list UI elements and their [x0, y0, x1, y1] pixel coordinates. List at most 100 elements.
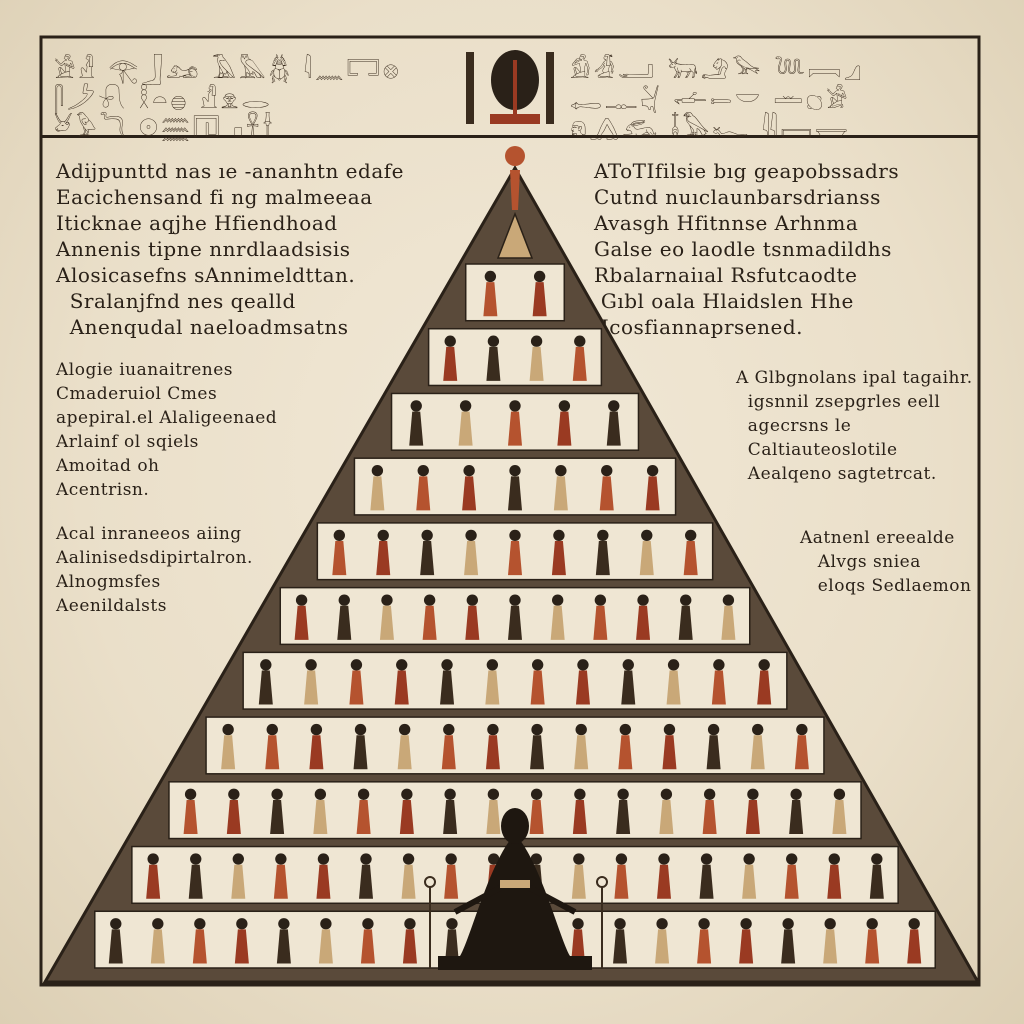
header-glyphs-right-row-3: 𓁶𓂻𓃹 𓄤𓅃𓆑 𓇌𓈙𓉿 — [570, 114, 851, 142]
pyramid-tier-panel — [205, 716, 825, 775]
egyptian-figure-icon — [702, 788, 717, 835]
egyptian-figure-icon — [234, 918, 249, 964]
egyptian-figure-icon — [420, 529, 435, 576]
egyptian-figure-icon — [458, 400, 473, 446]
pyramid-tier-panel — [242, 651, 788, 710]
egyptian-figure-icon — [532, 270, 547, 317]
egyptian-figure-icon — [621, 659, 636, 705]
egyptian-figure-icon — [462, 464, 477, 511]
egyptian-figure-icon — [745, 788, 760, 835]
egyptian-figure-icon — [485, 723, 500, 770]
egyptian-figure-icon — [529, 788, 544, 835]
egyptian-figure-icon — [379, 594, 394, 640]
egyptian-figure-icon — [593, 594, 608, 640]
egyptian-figure-icon — [304, 659, 319, 705]
left-text-block-1: Adijpunttd nas ıe -ananhtn edafe Eaciche… — [56, 159, 404, 339]
egyptian-figure-icon — [832, 788, 847, 835]
egyptian-figure-icon — [553, 464, 568, 511]
egyptian-figure-icon — [907, 918, 922, 964]
egyptian-figure-icon — [332, 529, 347, 576]
right-text-block-2: A Glbgnolans ipal tagaihr. igsnnil zsepg… — [736, 368, 973, 484]
egyptian-figure-icon — [192, 918, 207, 964]
egyptian-figure-icon — [508, 594, 522, 640]
egyptian-figure-icon — [721, 594, 736, 640]
egyptian-figure-icon — [823, 918, 838, 964]
egyptian-figure-icon — [595, 529, 610, 576]
sun-disk-icon — [505, 146, 525, 166]
egyptian-figure-icon — [376, 529, 391, 576]
egyptian-figure-icon — [313, 788, 328, 835]
egyptian-figure-icon — [356, 788, 371, 835]
egyptian-figure-icon — [486, 335, 501, 381]
egyptian-figure-icon — [530, 659, 545, 705]
egyptian-figure-icon — [683, 529, 698, 576]
egyptian-figure-icon — [742, 853, 757, 899]
egyptian-figure-icon — [575, 659, 590, 705]
egyptian-figure-icon — [571, 918, 586, 964]
egyptian-figure-icon — [613, 918, 628, 964]
egyptian-figure-icon — [226, 788, 241, 835]
egyptian-figure-icon — [757, 659, 772, 705]
egyptian-figure-icon — [309, 723, 324, 770]
egyptian-figure-icon — [666, 659, 681, 705]
egyptian-figure-icon — [789, 788, 804, 835]
egyptian-figure-icon — [146, 853, 161, 899]
egyptian-figure-icon — [465, 594, 480, 640]
egyptian-figure-icon — [397, 723, 412, 770]
egyptian-figure-icon — [399, 788, 414, 835]
egyptian-figure-icon — [678, 594, 693, 640]
egyptian-figure-icon — [440, 659, 455, 705]
egyptian-figure-icon — [865, 918, 880, 964]
egyptian-figure-icon — [697, 918, 712, 964]
egyptian-figure-icon — [316, 853, 331, 899]
egyptian-figure-icon — [606, 400, 621, 446]
egyptian-figure-icon — [108, 918, 123, 964]
egyptian-figure-icon — [188, 853, 203, 899]
left-text-block-2: Alogie iuanaitrenes Cmaderuiol Cmes apep… — [56, 360, 278, 500]
egyptian-figure-icon — [294, 594, 309, 640]
egyptian-figure-icon — [337, 594, 352, 640]
egyptian-figure-icon — [662, 723, 677, 770]
egyptian-figure-icon — [659, 788, 674, 835]
egyptian-figure-icon — [416, 464, 431, 511]
egyptian-figure-icon — [276, 918, 291, 964]
egyptian-figure-icon — [645, 464, 660, 511]
egyptian-figure-icon — [401, 853, 416, 899]
egyptian-figure-icon — [551, 529, 566, 576]
egyptian-figure-icon — [443, 335, 458, 381]
egyptian-figure-icon — [221, 723, 236, 770]
egyptian-figure-icon — [359, 853, 374, 899]
egyptian-figure-icon — [349, 659, 364, 705]
egyptian-figure-icon — [265, 723, 280, 770]
header-central-figure — [466, 50, 554, 124]
egyptian-figure-icon — [572, 788, 587, 835]
egyptian-figure-icon — [486, 788, 501, 835]
egyptian-figure-icon — [483, 270, 498, 317]
egyptian-figure-icon — [353, 723, 368, 770]
pyramid-tier-panel — [427, 327, 603, 387]
egyptian-figure-icon — [258, 659, 273, 705]
egyptian-figure-icon — [318, 918, 333, 964]
hieroglyph-header-band — [40, 36, 980, 138]
egyptian-figure-icon — [422, 594, 437, 640]
egyptian-figure-icon — [464, 529, 479, 576]
egyptian-figure-icon — [443, 788, 458, 835]
egyptian-figure-icon — [409, 400, 424, 446]
egyptian-figure-icon — [394, 659, 409, 705]
egyptian-figure-icon — [706, 723, 721, 770]
egyptian-figure-icon — [508, 529, 522, 576]
egyptian-figure-icon — [360, 918, 375, 964]
header-glyphs-right-row-2: 𓉻𓊃𓋔 𓌡𓍿𓎟 𓏛𓐎𓀂 — [570, 86, 851, 114]
egyptian-figure-icon — [618, 723, 633, 770]
egyptian-figure-icon — [636, 594, 651, 640]
egyptian-figure-icon — [529, 335, 544, 381]
outer-frame — [39, 35, 981, 987]
right-text-block-1: AToTIfilsie bıg geapobssadrs Cutnd nuıcl… — [594, 159, 900, 339]
egyptian-figure-icon — [869, 853, 884, 899]
header-glyphs-left-row-3: 𓃾𓅱𓆓 𓇳𓈗𓉔 𓊪𓋹𓌂 — [54, 114, 276, 142]
egyptian-figure-icon — [750, 723, 765, 770]
header-glyphs-right-row-1: 𓀁𓁑𓂝 𓃒𓄂𓅨 𓆙𓇯𓈎 — [570, 56, 865, 84]
egyptian-figure-icon — [571, 853, 586, 899]
egyptian-figure-icon — [402, 918, 417, 964]
egyptian-figure-icon — [827, 853, 842, 899]
